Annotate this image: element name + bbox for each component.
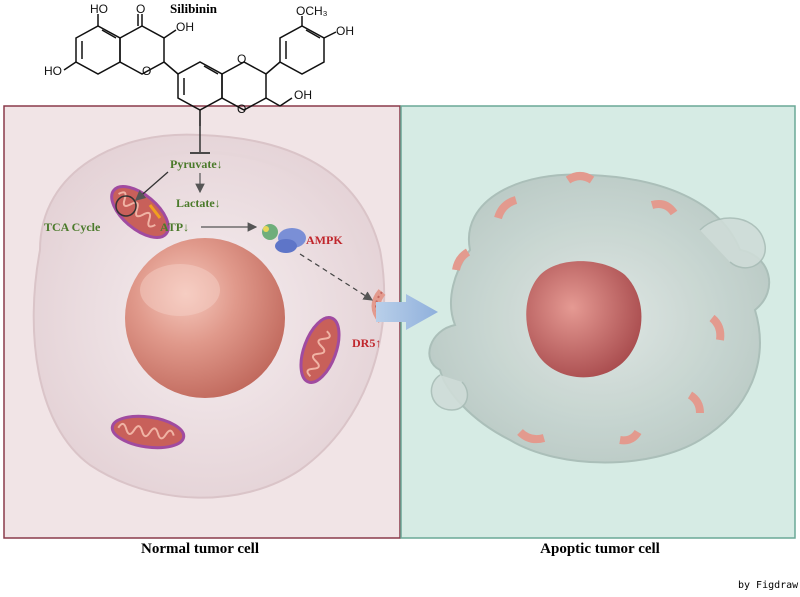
dr5-receptors-apoptotic bbox=[452, 172, 725, 445]
apoptotic-tumor-cell bbox=[428, 173, 771, 464]
ketone-o-label: O bbox=[136, 2, 146, 16]
pyruvate-label: Pyruvate↓ bbox=[170, 157, 223, 171]
compound-name: Silibinin bbox=[170, 1, 217, 16]
oh-left-label: HO bbox=[44, 64, 62, 78]
left-caption: Normal tumor cell bbox=[140, 541, 260, 557]
mitochondrion-upper bbox=[110, 185, 170, 239]
transition-arrow-icon bbox=[376, 294, 438, 330]
mitochondrion-lower bbox=[110, 414, 186, 450]
ring-o3-label: O bbox=[237, 102, 247, 116]
fragmented-nucleus bbox=[526, 261, 642, 378]
oh-aryl-label: OH bbox=[336, 24, 354, 38]
ch2oh-label: OH bbox=[294, 88, 312, 102]
atp-label: ATP↓ bbox=[160, 220, 190, 234]
methoxy-label: OCH₃ bbox=[296, 4, 328, 18]
lactate-label: Lactate↓ bbox=[176, 196, 221, 210]
oh-top-label: HO bbox=[90, 2, 108, 16]
ring-o2-label: O bbox=[237, 52, 247, 66]
tca-cycle-label: TCA Cycle bbox=[44, 220, 101, 234]
ring-o1-label: O bbox=[142, 64, 152, 78]
nucleus bbox=[125, 238, 285, 398]
silibinin-structure bbox=[63, 14, 337, 126]
tca-cycle-icon bbox=[115, 195, 137, 217]
atp-spark-icon bbox=[148, 204, 162, 219]
ampk-label: AMPK bbox=[306, 233, 343, 247]
mitochondrion-right bbox=[299, 316, 341, 384]
credit-label: by Figdraw bbox=[738, 580, 799, 591]
oh-c3-label: OH bbox=[176, 20, 194, 34]
ampk-protein-icon bbox=[262, 224, 306, 253]
pyruvate-to-tca-arrow bbox=[135, 171, 169, 201]
right-caption: Apoptic tumor cell bbox=[540, 541, 660, 557]
normal-tumor-cell bbox=[32, 133, 386, 499]
dr5-label: DR5↑ bbox=[352, 336, 382, 350]
